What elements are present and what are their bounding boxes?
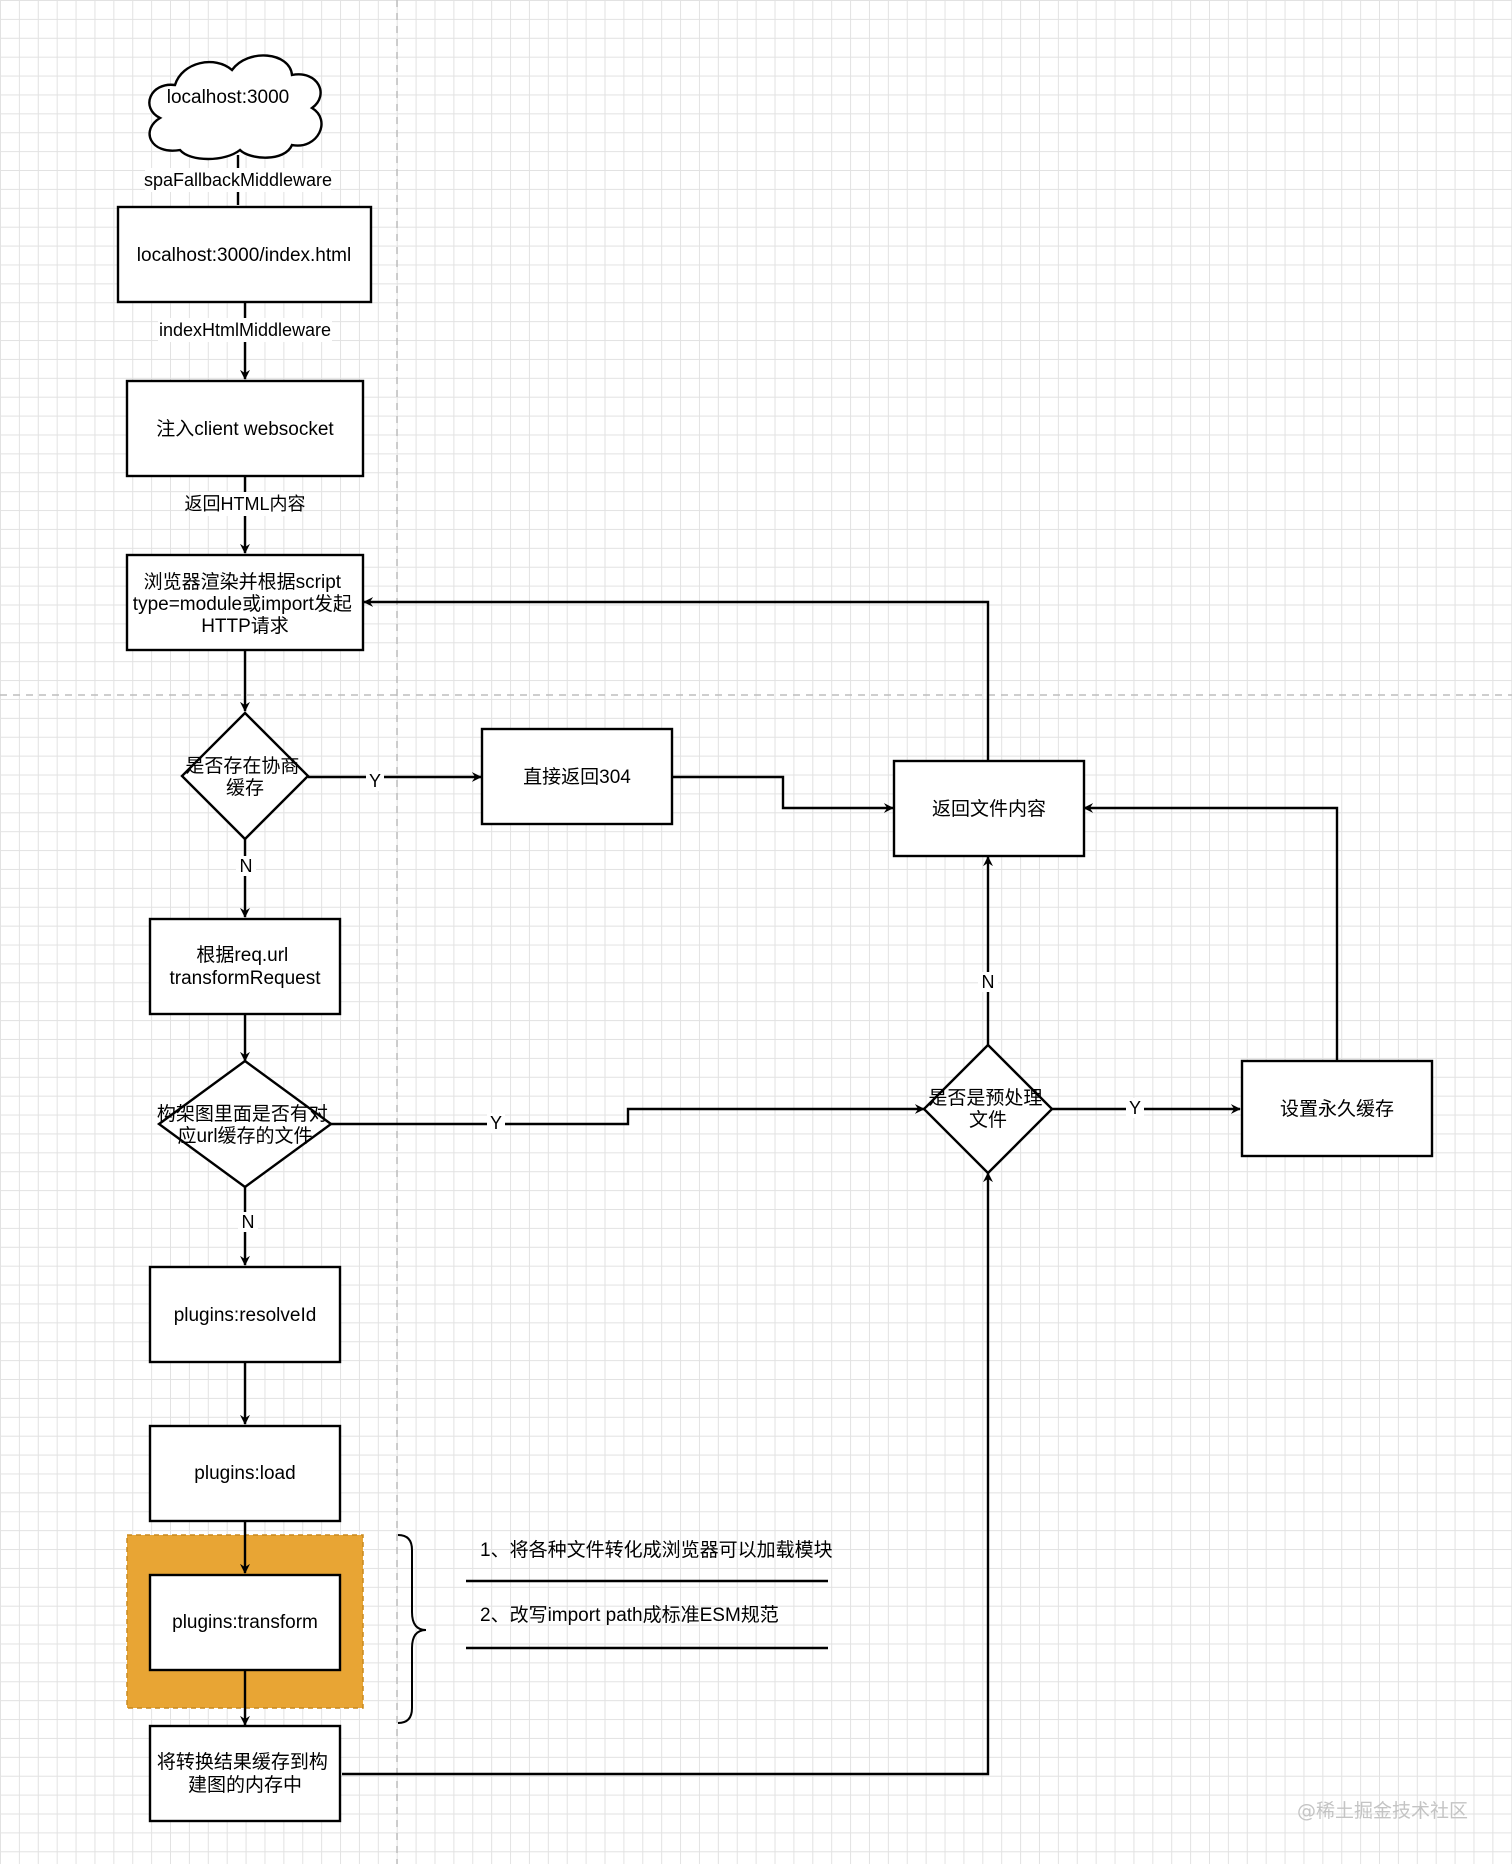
node-inject-websocket-text: 注入client websocket — [156, 418, 334, 440]
node-transform: plugins:transform — [148, 1573, 342, 1672]
node-return-304: 直接返回304 — [480, 727, 674, 826]
edge-return-to-browser — [363, 597, 990, 761]
node-load-text: plugins:load — [194, 1463, 295, 1484]
node-browser-render-text: 浏览器渲染并根据script type=module或import发起 HTTP… — [133, 571, 357, 637]
node-transform-request-line2: transformRequest — [169, 968, 321, 989]
note-2: 2、改写import path成标准ESM规范 — [480, 1604, 779, 1626]
decision-module-graph-line1: 构架图里面是否有对 — [157, 1103, 328, 1125]
watermark: @稀土掘金技术社区 — [1297, 1800, 1468, 1822]
node-resolve-id-text: plugins:resolveId — [174, 1305, 317, 1326]
node-transform-text: plugins:transform — [172, 1612, 318, 1633]
decision-module-graph-cache: 构架图里面是否有对 应url缓存的文件 — [157, 1059, 334, 1189]
cloud-localhost: localhost:3000 — [148, 54, 323, 161]
node-browser-render-line3: HTTP请求 — [201, 615, 289, 637]
node-load: plugins:load — [148, 1424, 342, 1523]
label-return-html: 返回HTML内容 — [185, 494, 306, 514]
node-index-html: localhost:3000/index.html — [116, 205, 373, 304]
edge-cache-to-prebundled — [342, 1172, 993, 1776]
decision-negotiation-cache-text: 是否存在协商 缓存 — [185, 755, 304, 799]
curly-brace — [397, 1534, 427, 1724]
decision-prebundled-line2: 文件 — [969, 1109, 1007, 1131]
node-index-html-text: localhost:3000/index.html — [137, 245, 351, 266]
node-set-permanent-cache-text: 设置永久缓存 — [1280, 1098, 1394, 1120]
node-resolve-id: plugins:resolveId — [148, 1265, 342, 1364]
edges — [236, 155, 1339, 1776]
node-browser-render-line1: 浏览器渲染并根据script — [144, 571, 342, 593]
decision-negotiation-cache: 是否存在协商 缓存 — [180, 711, 310, 841]
edge-304-to-return — [672, 775, 894, 813]
decision-negotiation-line2: 缓存 — [226, 777, 264, 799]
label-negotiation-no: N — [240, 856, 253, 876]
edge-labels: spaFallbackMiddleware indexHtmlMiddlewar… — [144, 168, 1144, 1232]
edge-permanent-to-return — [1083, 803, 1339, 1061]
decision-module-graph-text: 构架图里面是否有对 应url缓存的文件 — [157, 1103, 333, 1147]
decision-prebundled: 是否是预处理 文件 — [922, 1043, 1054, 1175]
node-browser-render-line2: type=module或import发起 — [133, 593, 352, 615]
label-spa-fallback: spaFallbackMiddleware — [144, 170, 332, 190]
label-index-html-middleware: indexHtmlMiddleware — [159, 320, 331, 340]
decision-negotiation-line1: 是否存在协商 — [185, 755, 299, 777]
node-cache-result-line1: 将转换结果缓存到构 — [157, 1751, 328, 1773]
node-transform-request: 根据req.url transformRequest — [148, 917, 342, 1016]
decision-prebundled-text: 是否是预处理 文件 — [928, 1087, 1047, 1131]
node-inject-websocket: 注入client websocket — [125, 379, 365, 478]
node-transform-request-text: 根据req.url transformRequest — [169, 944, 321, 989]
node-cache-result: 将转换结果缓存到构 建图的内存中 — [148, 1724, 342, 1823]
node-return-file-text: 返回文件内容 — [932, 798, 1046, 820]
node-return-304-text: 直接返回304 — [523, 766, 631, 788]
node-localhost-text: localhost:3000 — [167, 87, 290, 108]
node-cache-result-text: 将转换结果缓存到构 建图的内存中 — [157, 1751, 333, 1796]
label-prebundled-no: N — [982, 972, 995, 992]
note-1: 1、将各种文件转化成浏览器可以加载模块 — [480, 1539, 833, 1561]
decision-prebundled-line1: 是否是预处理 — [928, 1087, 1042, 1109]
node-transform-request-line1: 根据req.url — [196, 944, 288, 966]
node-return-file: 返回文件内容 — [892, 759, 1086, 858]
edge-graph-yes — [331, 1104, 925, 1126]
node-browser-render: 浏览器渲染并根据script type=module或import发起 HTTP… — [125, 553, 365, 652]
label-prebundled-yes: Y — [1129, 1098, 1141, 1118]
node-cache-result-line2: 建图的内存中 — [188, 1774, 302, 1796]
decision-module-graph-line2: 应url缓存的文件 — [177, 1125, 312, 1147]
label-graph-no: N — [242, 1212, 255, 1232]
label-negotiation-yes: Y — [369, 771, 381, 791]
node-set-permanent-cache: 设置永久缓存 — [1240, 1059, 1434, 1158]
label-graph-yes: Y — [490, 1113, 502, 1133]
